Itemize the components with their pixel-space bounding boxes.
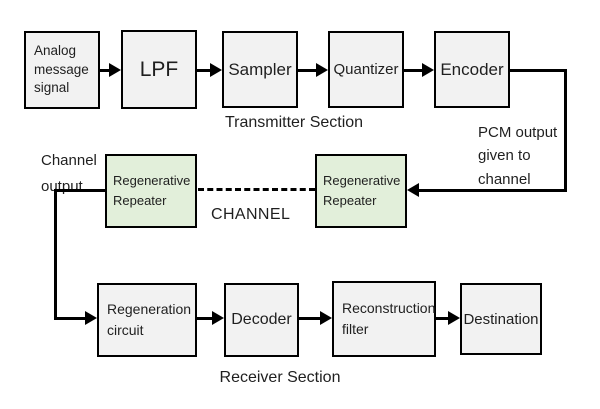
connector-line [54, 189, 57, 320]
block-destination-label: Destination [463, 310, 539, 328]
arrowhead-icon [316, 63, 328, 77]
arrowhead-icon [212, 311, 224, 325]
connector-line [435, 316, 449, 320]
arrowhead-icon [448, 311, 460, 325]
connector-line [99, 68, 111, 72]
block-sampler: Sampler [222, 31, 298, 108]
block-regenerative-repeater-right: Regenerative Repeater [315, 154, 407, 228]
connector-line [564, 68, 567, 192]
label-receiver-section: Receiver Section [219, 369, 341, 386]
block-lpf-label: LPF [139, 57, 179, 81]
block-regeneration-circuit-label: Regeneration circuit [107, 301, 192, 338]
block-decoder: Decoder [224, 283, 299, 357]
block-analog-message-signal-label: Analog message signal [34, 42, 89, 96]
block-regeneration-circuit: Regeneration circuit [97, 283, 197, 357]
connector-line [417, 188, 567, 192]
block-encoder-label: Encoder [440, 59, 504, 79]
connector-line [55, 189, 105, 192]
block-lpf: LPF [121, 30, 197, 109]
block-decoder-label: Decoder [231, 311, 292, 328]
label-transmitter-section: Transmitter Section [224, 114, 364, 131]
arrowhead-icon [85, 311, 97, 325]
connector-line [403, 68, 423, 72]
channel-dashed-line [198, 188, 315, 191]
block-sampler-label: Sampler [228, 59, 292, 79]
block-reconstruction-filter-label: Reconstruction filter [342, 300, 436, 337]
arrowhead-icon [210, 63, 222, 77]
connector-line [54, 316, 87, 320]
block-encoder: Encoder [434, 31, 510, 108]
connector-line [508, 68, 567, 72]
block-quantizer-label: Quantizer [333, 61, 399, 78]
arrowhead-icon [422, 63, 434, 77]
label-channel: CHANNEL [211, 206, 291, 223]
block-destination: Destination [460, 283, 542, 355]
block-regenerative-repeater-left-label: Regenerative Repeater [113, 172, 191, 208]
connector-line [196, 316, 213, 320]
block-analog-message-signal: Analog message signal [24, 31, 100, 109]
arrowhead-icon [109, 63, 121, 77]
arrowhead-icon [320, 311, 332, 325]
block-quantizer: Quantizer [328, 31, 404, 108]
block-regenerative-repeater-left: Regenerative Repeater [105, 154, 197, 228]
block-reconstruction-filter: Reconstruction filter [332, 281, 436, 357]
connector-line [196, 68, 212, 72]
connector-line [297, 68, 317, 72]
arrowhead-icon [407, 183, 419, 197]
connector-line [298, 316, 321, 320]
label-pcm-output-note: PCM output given to channel [478, 124, 558, 188]
block-regenerative-repeater-right-label: Regenerative Repeater [323, 172, 401, 208]
